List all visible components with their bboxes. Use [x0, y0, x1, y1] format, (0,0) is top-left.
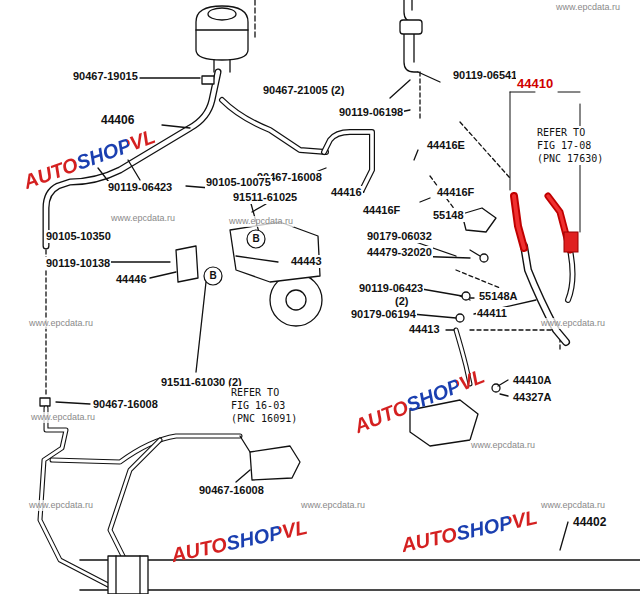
part-number: 90467-16008 [92, 398, 159, 411]
part-number: 44443 [290, 255, 323, 268]
part-number: 44416 [330, 186, 363, 199]
watermark: AUTOSHOPVL [169, 516, 309, 566]
watermark: www.epcdata.ru [228, 216, 294, 227]
marker-letter: B [246, 232, 266, 246]
part-number: 44402 [572, 515, 607, 529]
watermark: AUTOSHOPVL [399, 506, 539, 556]
part-number: 90105-10350 [45, 230, 112, 243]
watermark: www.epcdata.ru [30, 412, 96, 423]
part-number: 90179-06032 [366, 230, 433, 243]
part-number: 44327A [512, 391, 553, 404]
part-number: 90105-10075 [205, 176, 272, 189]
part-number: 55148 [432, 209, 465, 222]
part-number: (2) [394, 295, 409, 308]
part-number: 44416F [362, 204, 401, 217]
watermark: www.epcdata.ru [470, 440, 536, 451]
part-number: 44416E [426, 139, 466, 152]
part-number: 90119-10138 [45, 257, 111, 270]
part-number: 90119-06198 [338, 106, 404, 119]
part-number: 44410 [516, 76, 554, 91]
part-number: 44479-32020 [366, 246, 433, 259]
reference-note: REFER TO FIG 16-03 (PNC 16091) [230, 386, 302, 425]
part-number: 90467-16008 [198, 484, 265, 497]
part-number: 90467-19015 [72, 70, 139, 83]
part-number: 44413 [408, 323, 441, 336]
part-number: 90467-21005 (2) [262, 84, 345, 97]
watermark: www.epcdata.ru [540, 318, 606, 329]
part-number: 90119-06423 [107, 181, 173, 194]
part-number: 90119-06541 [452, 69, 518, 82]
circled-marker: B [246, 229, 266, 249]
watermark: www.epcdata.ru [110, 213, 176, 224]
part-number: 44406 [100, 113, 135, 127]
marker-letter: B [203, 269, 223, 283]
watermark: www.epcdata.ru [300, 500, 366, 511]
part-number: 44411 [476, 307, 508, 320]
part-number: 90119-06423 [358, 282, 424, 295]
part-number: 55148A [478, 290, 519, 303]
part-number: 44416F [436, 186, 475, 199]
part-number: 44410A [512, 374, 553, 387]
watermark: www.epcdata.ru [28, 318, 94, 329]
part-number: 44446 [115, 273, 148, 286]
watermark: www.epcdata.ru [28, 500, 94, 511]
reference-note: REFER TO FIG 17-08 (PNC 17630) [536, 126, 608, 165]
part-number: 90179-06194 [350, 308, 417, 321]
watermark: www.epcdata.ru [540, 500, 606, 511]
part-number: 91511-61025 [232, 191, 298, 204]
watermark: AUTOSHOPVL [351, 365, 488, 437]
circled-marker: B [203, 266, 223, 286]
watermark: www.epcdata.ru [555, 2, 621, 13]
